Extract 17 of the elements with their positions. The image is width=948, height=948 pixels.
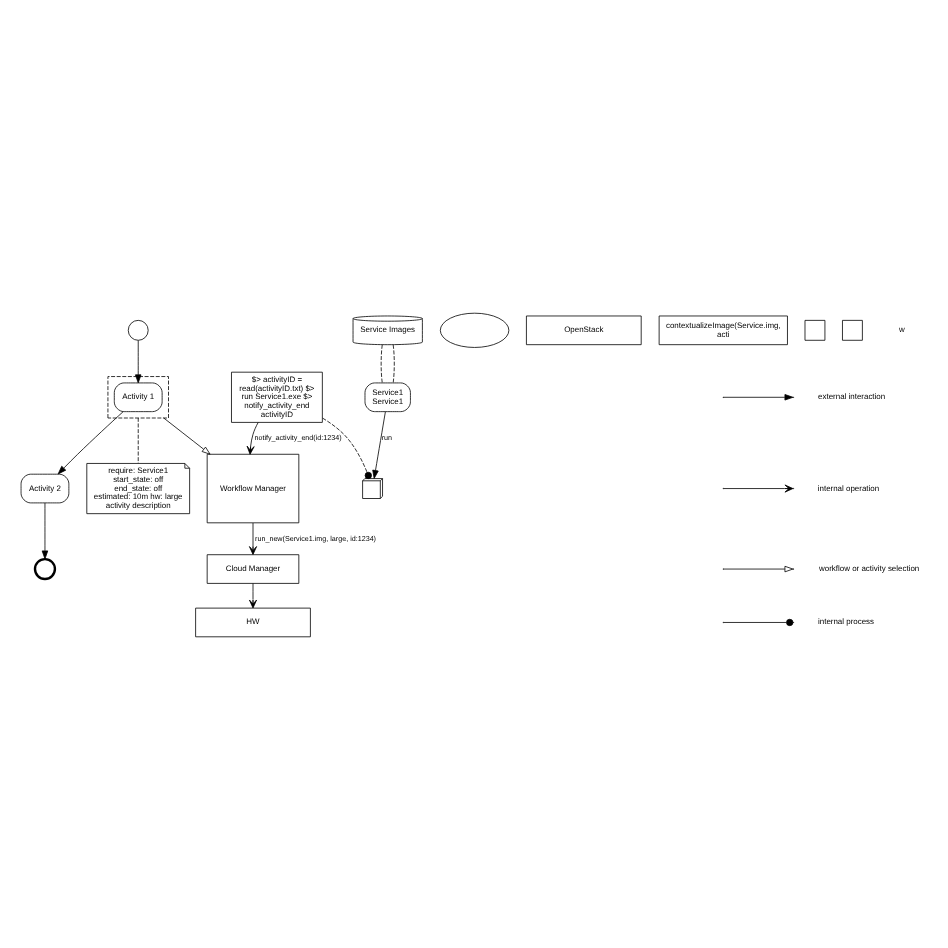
arrow	[41, 501, 49, 559]
connector	[322, 416, 372, 479]
connector	[380, 343, 383, 383]
connector	[392, 343, 395, 383]
node-box	[804, 318, 826, 340]
arrow	[135, 339, 142, 383]
arrow	[57, 410, 124, 474]
arrow	[249, 582, 257, 608]
arrow	[372, 410, 386, 478]
arrow	[249, 521, 257, 554]
node-circle	[33, 556, 57, 580]
connector	[137, 416, 139, 463]
node-cloud	[439, 311, 510, 347]
arrow	[163, 416, 211, 454]
arrow	[246, 421, 259, 454]
node-circle	[127, 318, 149, 340]
node-box	[842, 318, 863, 340]
